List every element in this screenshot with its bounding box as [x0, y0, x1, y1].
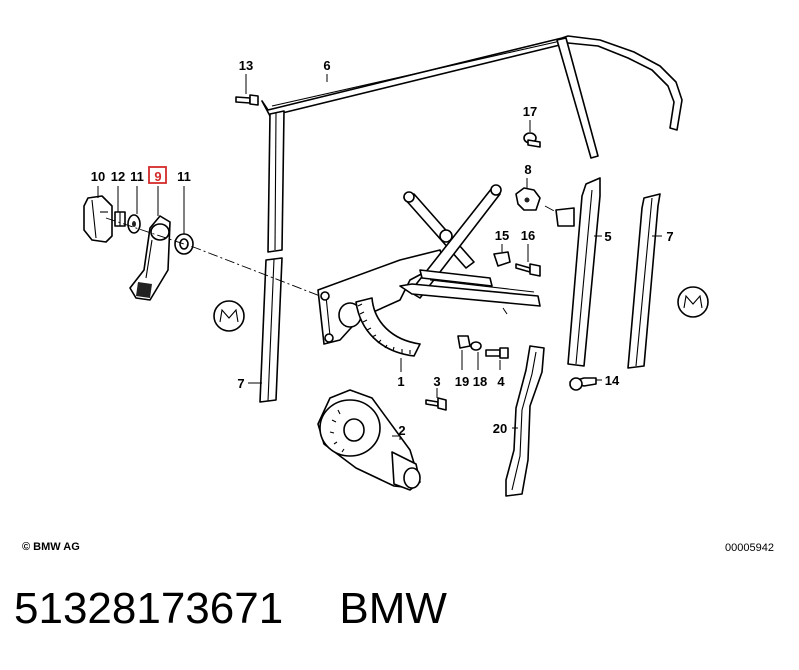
callout-7-right: 7: [666, 229, 673, 244]
part-2-motor: [317, 389, 421, 491]
part-8-clip: [515, 178, 541, 211]
part-1-window-regulator: [317, 184, 541, 372]
callout-12: 12: [111, 169, 125, 184]
grease-symbol-right: [677, 286, 709, 318]
callout-17: 17: [523, 104, 537, 119]
callout-16: 16: [521, 228, 535, 243]
brand-name: BMW: [339, 584, 447, 633]
callout-19: 19: [455, 374, 469, 389]
part-18-washer: [470, 341, 482, 370]
assembly-axis: [105, 217, 321, 297]
part-9-window-crank: [129, 215, 171, 301]
part-16-screw: [515, 244, 541, 277]
diagram-reference-code: 00005942: [725, 542, 774, 554]
part-number-caption: 51328173671 BMW: [14, 584, 447, 634]
part-17-screw: [523, 120, 541, 148]
callout-1: 1: [397, 374, 404, 389]
callout-2: 2: [398, 423, 405, 438]
part-4-bolt: [485, 347, 509, 370]
part-number: 51328173671: [14, 584, 284, 633]
callout-20: 20: [493, 421, 507, 436]
part-6-window-frame-channel: [261, 35, 683, 253]
callout-7-left: 7: [237, 376, 244, 391]
callout-3: 3: [433, 374, 440, 389]
part-12-screw: [114, 211, 126, 227]
callout-14: 14: [605, 373, 620, 388]
part-20-bracket: [505, 345, 545, 497]
part-11-washer-left: [127, 214, 141, 234]
copyright-notice: © BMW AG: [22, 541, 80, 553]
callout-11-left: 11: [130, 169, 144, 184]
part-5-rear-guide-rail: [544, 177, 602, 367]
exploded-parts-diagram: 13 6 10 12 11 9 11 17 8 15 16 5 7 7 1 3 …: [83, 35, 709, 497]
callout-9-highlight-box: [148, 166, 167, 184]
part-13-screw: [235, 74, 259, 106]
leader-lines-left-group: [97, 74, 508, 315]
callout-4: 4: [497, 374, 505, 389]
callout-11-right: 11: [177, 169, 191, 184]
part-15-clip: [493, 244, 511, 267]
grease-symbol-left: [213, 300, 245, 332]
callout-10: 10: [91, 169, 105, 184]
callout-9: 9: [154, 169, 161, 184]
part-19-nut: [457, 335, 471, 370]
callout-5: 5: [604, 229, 611, 244]
part-10-crank-cover: [83, 195, 113, 243]
callout-18: 18: [473, 374, 487, 389]
part-7-left-guide-rail: [248, 257, 283, 403]
callout-15: 15: [495, 228, 509, 243]
part-11-bushing-right: [174, 233, 194, 255]
callout-8: 8: [524, 162, 531, 177]
part-7-right-guide-rail: [627, 193, 662, 369]
callout-6: 6: [323, 58, 330, 73]
part-3-screw: [425, 388, 447, 411]
callout-13: 13: [239, 58, 253, 73]
part-14-screw: [569, 377, 602, 391]
